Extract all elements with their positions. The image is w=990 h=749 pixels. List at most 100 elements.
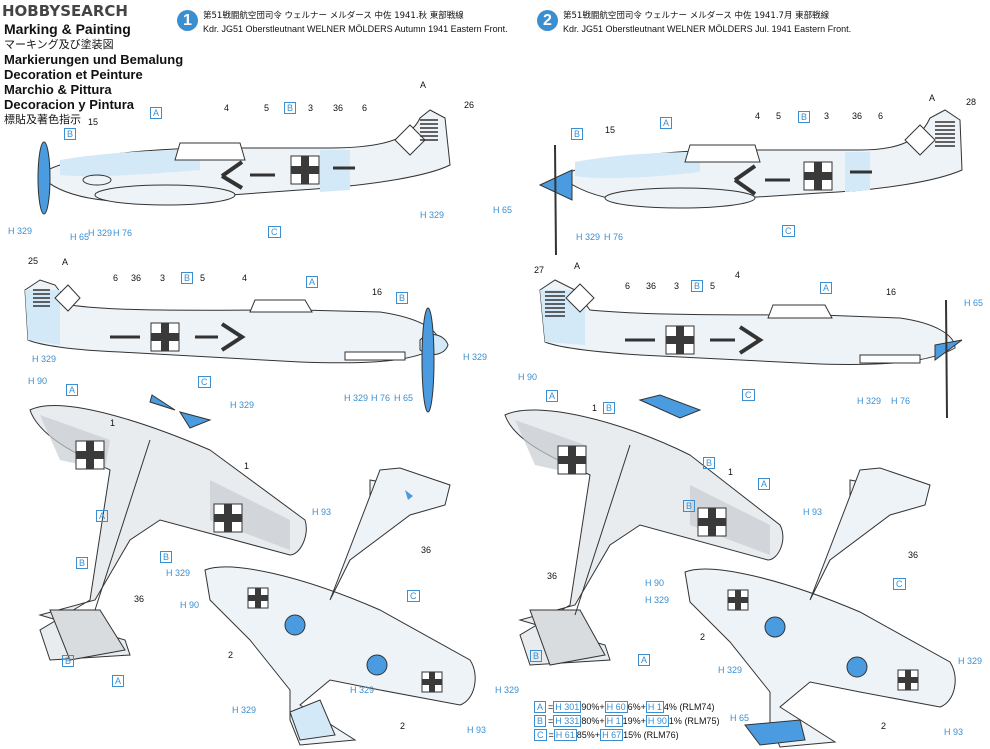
callout-a-plain: A <box>420 80 427 90</box>
callout-h93: H 93 <box>944 727 964 737</box>
callout-n6: 6 <box>878 111 884 121</box>
callout-c: C <box>893 578 906 590</box>
callout-n5: 5 <box>200 273 206 283</box>
callout-n3: 3 <box>308 103 314 113</box>
legend-percent: 6% <box>627 702 641 712</box>
callout-n2: 2 <box>228 650 234 660</box>
callout-h329: H 329 <box>645 595 670 605</box>
side-view-scheme2-left <box>538 109 963 256</box>
callout-h329: H 329 <box>32 354 57 364</box>
callout-h65: H 65 <box>70 232 90 242</box>
callout-n1: 1 <box>728 467 734 477</box>
callout-h76: H 76 <box>604 232 624 242</box>
callout-n5: 5 <box>710 281 716 291</box>
callout-h329: H 329 <box>350 685 375 695</box>
callout-h329: H 329 <box>420 210 445 220</box>
callout-b: B <box>603 402 616 414</box>
callout-c: C <box>407 590 420 602</box>
scheme-2-caption: 第51戦闘航空団司令 ウェルナー メルダース 中佐 1941.7月 東部戦線 K… <box>563 10 851 36</box>
callout-n1: 1 <box>592 403 598 413</box>
callout-h329: H 329 <box>8 226 33 236</box>
scheme-2-jp: 第51戦闘航空団司令 ウェルナー メルダース 中佐 1941.7月 東部戦線 <box>563 11 830 21</box>
legend-percent: 80% <box>581 716 600 726</box>
callout-n2: 2 <box>400 721 406 731</box>
legend-percent: 15% <box>623 730 642 740</box>
callout-h76: H 76 <box>891 396 911 406</box>
callout-h90: H 90 <box>645 578 665 588</box>
callout-c: C <box>742 389 755 401</box>
callout-h329: H 329 <box>857 396 882 406</box>
legend-percent: 90% <box>581 702 600 712</box>
callout-a: A <box>638 654 651 666</box>
callout-a: A <box>820 282 833 294</box>
callout-n4: 4 <box>735 270 741 280</box>
callout-a: A <box>66 384 79 396</box>
scheme-1-caption: 第51戦闘航空団司令 ウェルナー メルダース 中佐 1941.秋 東部戦線 Kd… <box>203 10 508 36</box>
callout-b: B <box>62 655 75 667</box>
callout-n6: 6 <box>362 103 368 113</box>
callout-n36: 36 <box>852 111 863 121</box>
callout-h93: H 93 <box>803 507 823 517</box>
callout-a: A <box>758 478 771 490</box>
scheme-1-en: Kdr. JG51 Oberstleutnant WELNER MÖLDERS … <box>203 24 508 34</box>
side-view-scheme1-left <box>37 109 451 215</box>
side-view-scheme1-right <box>24 279 449 413</box>
callout-a: A <box>660 117 673 129</box>
callout-h76: H 76 <box>113 228 133 238</box>
callout-n5: 5 <box>776 111 782 121</box>
callout-c: C <box>782 225 795 237</box>
callout-h90: H 90 <box>518 372 538 382</box>
callout-b: B <box>571 128 584 140</box>
callout-n3: 3 <box>160 273 166 283</box>
callout-h329: H 329 <box>958 656 983 666</box>
callout-b: B <box>703 457 716 469</box>
callout-b: B <box>284 102 297 114</box>
callout-n16: 16 <box>886 287 897 297</box>
legend-percent: 4% <box>663 702 677 712</box>
callout-h65: H 65 <box>493 205 513 215</box>
callout-n4: 4 <box>242 273 248 283</box>
title-en: Marking & Painting <box>4 21 131 37</box>
top-view-scheme1 <box>29 394 307 661</box>
callout-h93: H 93 <box>312 507 332 517</box>
scheme-1-jp: 第51戦闘航空団司令 ウェルナー メルダース 中佐 1941.秋 東部戦線 <box>203 11 464 21</box>
callout-n4: 4 <box>755 111 761 121</box>
callout-n26: 26 <box>464 100 475 110</box>
legend-color-code: H 90 <box>645 715 669 727</box>
callout-a-plain: A <box>929 93 936 103</box>
callout-b: B <box>160 551 173 563</box>
legend-color-code: H 67 <box>600 729 624 741</box>
callout-b: B <box>396 292 409 304</box>
legend-percent: 1% <box>668 716 682 726</box>
legend-rlm: (RLM76) <box>643 730 679 740</box>
callout-n3: 3 <box>674 281 680 291</box>
title-fr: Decoration et Peinture <box>4 67 143 82</box>
legend-percent: 85% <box>576 730 595 740</box>
header-title-block: Marking & Painting マーキング及び塗装図 Markierung… <box>4 14 183 127</box>
callout-n6: 6 <box>113 273 119 283</box>
callout-n25: 25 <box>28 256 39 266</box>
legend-color-code: H 1 <box>645 701 664 713</box>
callout-n36: 36 <box>333 103 344 113</box>
callout-h329: H 329 <box>495 685 520 695</box>
callout-a: A <box>96 510 109 522</box>
callout-h93: H 93 <box>467 725 487 735</box>
callout-n36: 36 <box>908 550 919 560</box>
legend-color-code: H 61 <box>553 729 577 741</box>
legend-color-code: H 301 <box>553 701 582 713</box>
callout-b: B <box>683 500 696 512</box>
callout-h329: H 329 <box>576 232 601 242</box>
scheme-2-en: Kdr. JG51 Oberstleutnant WELNER MÖLDERS … <box>563 24 852 34</box>
callout-a-plain: A <box>574 261 581 271</box>
callout-n4: 4 <box>224 103 230 113</box>
callout-h329: H 329 <box>88 228 113 238</box>
callout-a: A <box>150 107 163 119</box>
callout-h329: H 329 <box>344 393 369 403</box>
callout-b: B <box>64 128 77 140</box>
callout-n28: 28 <box>966 97 977 107</box>
callout-a: A <box>306 276 319 288</box>
